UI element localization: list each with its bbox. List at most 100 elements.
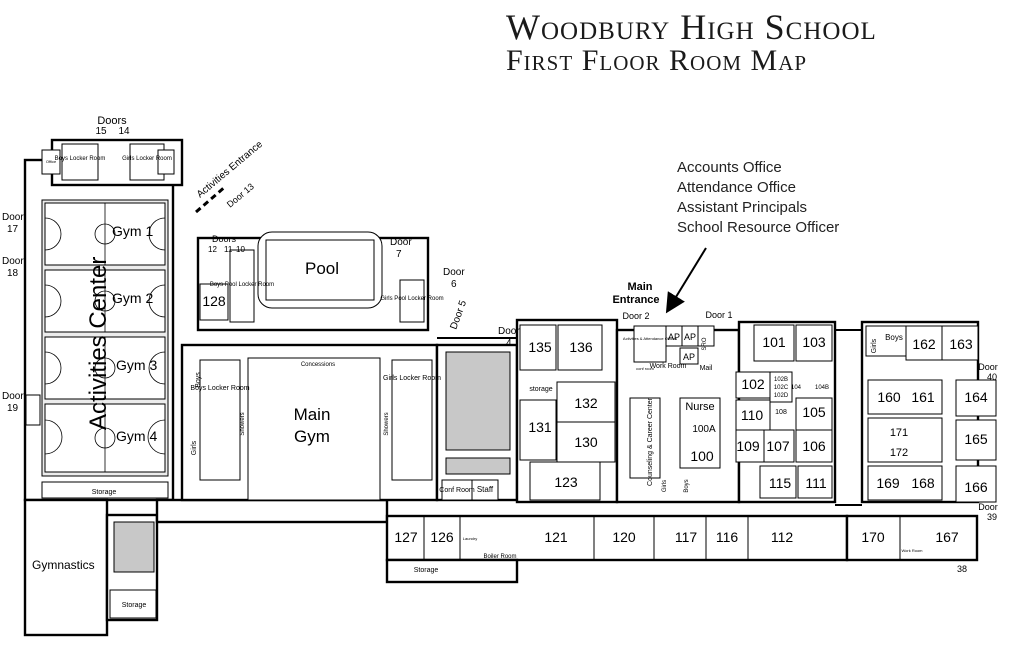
gym-2-label: Gym 2	[112, 290, 153, 306]
boys-label-east: Boys	[885, 333, 903, 342]
room-172: 172	[890, 447, 908, 459]
room-115: 115	[769, 475, 792, 491]
auditorium-stage	[445, 457, 511, 475]
door-15-number: 15	[95, 126, 107, 137]
boys-locker-room-top-label: Boys Locker Room	[55, 156, 106, 162]
room-162-box	[905, 325, 943, 361]
room-104: 104	[791, 385, 802, 391]
staff-label: Staff	[477, 485, 494, 494]
room-103: 103	[802, 334, 826, 350]
main-gym-court	[247, 357, 381, 501]
door-19-label: Door	[2, 391, 24, 402]
room-170: 170	[861, 529, 885, 545]
door-1-label: Door 1	[705, 310, 732, 320]
room-110: 110	[741, 407, 764, 423]
gym-1-label: Gym 1	[112, 223, 153, 239]
main-entrance-label-1: Main	[627, 281, 652, 293]
laundry-label: Laundry	[463, 536, 477, 541]
door-17-number: 17	[7, 224, 19, 235]
room-107-box	[763, 429, 795, 463]
room-120: 120	[612, 529, 636, 545]
girls-label-office: Girls	[662, 480, 668, 492]
room-105: 105	[802, 404, 826, 420]
room-102c: 102C	[774, 385, 789, 391]
nurse-label: Nurse	[685, 401, 714, 413]
gym-3-label: Gym 3	[116, 357, 157, 373]
room-135: 135	[528, 339, 552, 355]
room-128-box	[199, 283, 229, 321]
room-130: 130	[574, 434, 598, 450]
room-169-168-box	[867, 465, 943, 501]
room-163: 163	[949, 336, 973, 352]
girls-label-main: Girls	[191, 440, 198, 455]
door-19-vestibule	[25, 394, 41, 426]
office-label: Office	[46, 159, 57, 164]
gymnastics-label: Gymnastics	[32, 558, 95, 572]
room-163-box	[941, 325, 979, 361]
door-18-number: 18	[7, 268, 19, 279]
room-160: 160	[877, 389, 901, 405]
room-106: 106	[802, 438, 826, 454]
room-132-box	[556, 381, 616, 423]
girls-boys-east	[865, 325, 907, 357]
room-131-box	[519, 399, 557, 461]
gym-4-court	[44, 403, 166, 473]
room-160-161-box	[867, 379, 943, 415]
room-100: 100	[690, 448, 714, 464]
door-14-number: 14	[118, 126, 130, 137]
door-4-label: Door	[498, 326, 520, 337]
room-171: 171	[890, 427, 908, 439]
office-top-left	[41, 149, 61, 175]
room-121: 121	[544, 529, 568, 545]
boiler-room-label: Boiler Room	[483, 554, 516, 560]
boys-pool-locker-room	[229, 249, 255, 323]
room-102bcd-box	[769, 371, 793, 403]
room-164: 164	[964, 389, 988, 405]
room-131: 131	[528, 419, 552, 435]
room-106-box	[795, 429, 833, 463]
room-111-box	[797, 465, 833, 499]
room-102: 102	[741, 376, 765, 392]
south-row	[385, 514, 849, 562]
door-10-number: 10	[236, 245, 245, 254]
door-11-number: 11	[224, 245, 233, 254]
door-40-number: 40	[987, 372, 997, 382]
pool-water	[265, 239, 375, 301]
door-6-label: Door	[443, 267, 465, 278]
ap-office-3	[679, 347, 699, 365]
room-109-box	[735, 429, 765, 463]
room-164-box	[955, 379, 997, 417]
callout-attendance-office: Attendance Office	[677, 179, 796, 196]
boys-label-office: Boys	[684, 479, 690, 492]
door-5-label: Door 5	[448, 299, 469, 331]
girls-locker-room-main	[391, 359, 433, 481]
conf-room-small-label: conf room	[636, 366, 654, 371]
gym-4-label: Gym 4	[116, 428, 157, 444]
gymnastics-room	[23, 498, 109, 637]
office-top-right	[157, 149, 175, 175]
girls-pool-locker-label: Girls Pool Locker Room	[380, 296, 443, 302]
room-167: 167	[935, 529, 959, 545]
room-168: 168	[911, 475, 935, 491]
room-132: 132	[574, 395, 598, 411]
south-service	[385, 558, 519, 584]
number-38: 38	[957, 564, 967, 574]
main-gym-label-1: Main	[294, 405, 331, 424]
concessions-label: Concessions	[301, 362, 335, 368]
room-136: 136	[569, 339, 593, 355]
south-east-row	[845, 514, 979, 562]
room-123-box	[529, 461, 601, 501]
room-135-box	[519, 324, 557, 371]
room-130-box	[556, 421, 616, 463]
room-117: 117	[675, 529, 698, 545]
room-109: 109	[736, 438, 760, 454]
room-171-172-box	[867, 417, 943, 463]
room-108: 108	[775, 409, 787, 416]
door-18-label: Door	[2, 256, 24, 267]
room-105-box	[795, 397, 833, 431]
map-title: Woodbury High School	[506, 7, 877, 47]
work-room-south-label: Work Room	[901, 548, 923, 553]
auditorium-seating	[445, 351, 511, 451]
room-101-box	[753, 324, 795, 362]
conf-room-label: Conf Room	[439, 487, 475, 494]
